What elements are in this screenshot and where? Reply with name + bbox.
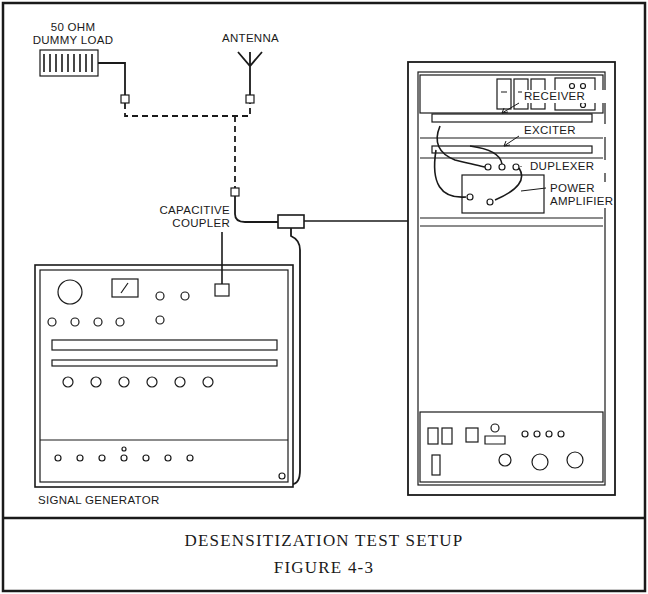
figure-title: DESENSITIZATION TEST SETUP xyxy=(4,531,644,551)
coupler-label: CAPACITIVE COUPLER xyxy=(146,204,230,230)
part-name: DUPLEXER xyxy=(528,160,607,173)
part-name: RECEIVER xyxy=(522,90,606,103)
dummy-load-label: 50 OHM DUMMY LOAD xyxy=(29,21,117,47)
part-name: EXCITER xyxy=(522,124,606,137)
antenna-label: ANTENNA xyxy=(222,32,282,45)
part-name: POWER AMPLIFIER xyxy=(548,182,608,208)
figure-caption: FIGURE 4-3 xyxy=(4,558,644,578)
generator-label: SIGNAL GENERATOR xyxy=(38,494,198,507)
